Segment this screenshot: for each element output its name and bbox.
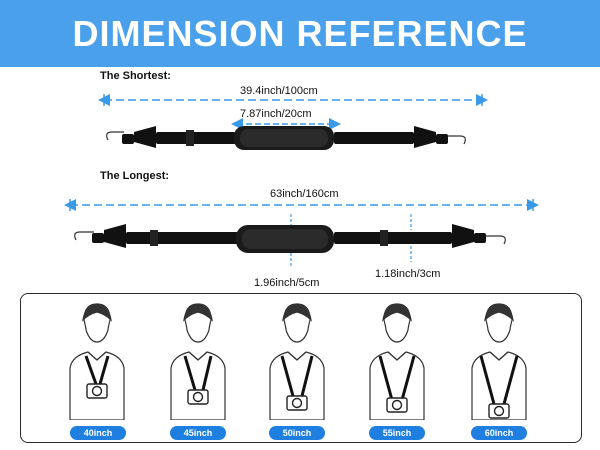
person-60inch [471, 303, 527, 420]
size-badge-45: 45inch [170, 426, 226, 440]
size-badge-40: 40inch [70, 426, 126, 440]
shortest-strap [106, 126, 466, 150]
longest-strap-width: 1.18inch/3cm [375, 268, 441, 280]
size-badge-50: 50inch [269, 426, 325, 440]
person-45inch [170, 303, 226, 420]
header-banner: DIMENSION REFERENCE [0, 0, 600, 67]
size-badge-55: 55inch [369, 426, 425, 440]
size-badge-60: 60inch [471, 426, 527, 440]
longest-pad-width: 1.96inch/5cm [254, 277, 320, 289]
person-55inch [369, 303, 425, 420]
strap-diagram [64, 94, 539, 266]
person-50inch [269, 303, 325, 420]
page-title: DIMENSION REFERENCE [72, 12, 528, 54]
longest-label: The Longest: [100, 170, 170, 182]
shortest-pad-length: 7.87inch/20cm [240, 108, 312, 120]
longest-strap [74, 224, 506, 253]
person-40inch [69, 303, 125, 420]
shortest-label: The Shortest: [100, 70, 171, 82]
longest-total-length: 63inch/160cm [270, 188, 339, 200]
